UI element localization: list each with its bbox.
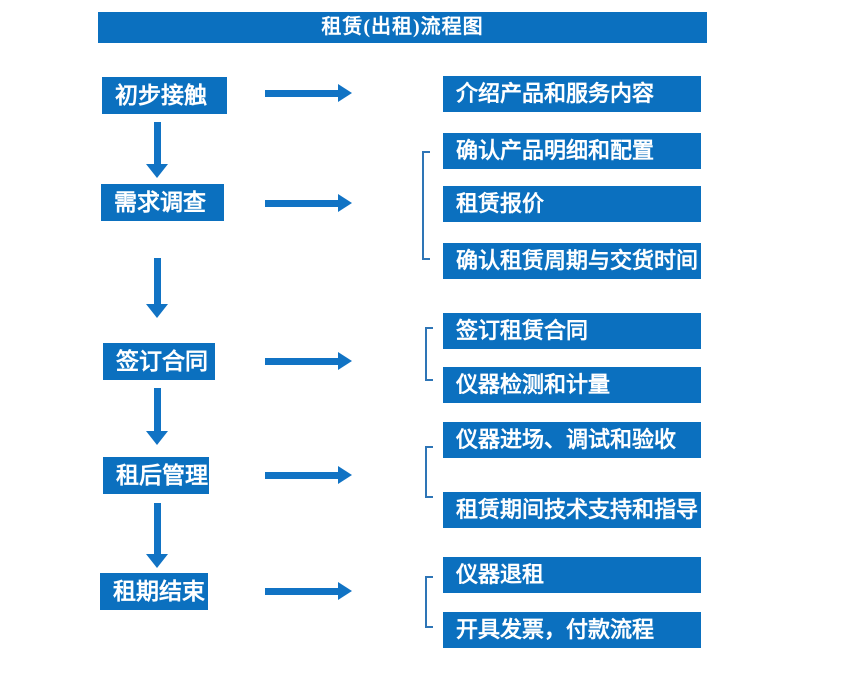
arrow-down-icon xyxy=(146,503,168,568)
arrow-head xyxy=(146,164,168,178)
step-box-post-rental-management: 租后管理 xyxy=(103,457,209,494)
arrow-head xyxy=(338,582,352,600)
output-box-confirm-details: 确认产品明细和配置 xyxy=(443,133,701,169)
group-bracket xyxy=(425,446,433,498)
group-bracket xyxy=(425,327,433,381)
arrow-shaft xyxy=(153,388,161,431)
arrow-head xyxy=(146,304,168,318)
output-box-tech-support: 租赁期间技术支持和指导 xyxy=(443,492,701,528)
arrow-right-icon xyxy=(265,582,352,600)
output-box-instrument-testing: 仪器检测和计量 xyxy=(443,367,701,403)
arrow-shaft xyxy=(153,503,161,554)
arrow-head xyxy=(338,194,352,212)
arrow-shaft xyxy=(265,472,339,479)
arrow-shaft xyxy=(265,588,339,595)
step-box-rental-end: 租期结束 xyxy=(100,573,208,610)
arrow-head xyxy=(146,431,168,445)
output-box-sign-rental-contract: 签订租赁合同 xyxy=(443,313,701,349)
arrow-shaft xyxy=(265,358,339,365)
arrow-down-icon xyxy=(146,122,168,178)
output-box-confirm-period-delivery: 确认租赁周期与交货时间 xyxy=(443,243,701,279)
arrow-head xyxy=(146,554,168,568)
output-box-introduce-products: 介绍产品和服务内容 xyxy=(443,76,701,112)
group-bracket xyxy=(425,576,433,628)
arrow-shaft xyxy=(265,90,339,97)
step-box-sign-contract: 签订合同 xyxy=(103,343,215,380)
diagram-title: 租赁(出租)流程图 xyxy=(98,12,707,43)
group-bracket xyxy=(422,151,430,260)
output-box-rental-quote: 租赁报价 xyxy=(443,186,701,222)
arrow-right-icon xyxy=(265,84,352,102)
arrow-down-icon xyxy=(146,388,168,445)
arrow-head xyxy=(338,352,352,370)
arrow-right-icon xyxy=(265,194,352,212)
arrow-shaft xyxy=(265,200,339,207)
arrow-head xyxy=(338,84,352,102)
arrow-right-icon xyxy=(265,466,352,484)
output-box-instrument-return: 仪器退租 xyxy=(443,557,701,593)
output-box-instrument-setup-acceptance: 仪器进场、调试和验收 xyxy=(443,422,701,458)
arrow-down-icon xyxy=(146,258,168,318)
arrow-shaft xyxy=(153,258,161,304)
arrow-shaft xyxy=(153,122,161,164)
step-box-initial-contact: 初步接触 xyxy=(102,77,227,114)
arrow-right-icon xyxy=(265,352,352,370)
step-box-demand-survey: 需求调查 xyxy=(101,184,224,221)
output-box-invoice-payment: 开具发票，付款流程 xyxy=(443,612,701,648)
arrow-head xyxy=(338,466,352,484)
